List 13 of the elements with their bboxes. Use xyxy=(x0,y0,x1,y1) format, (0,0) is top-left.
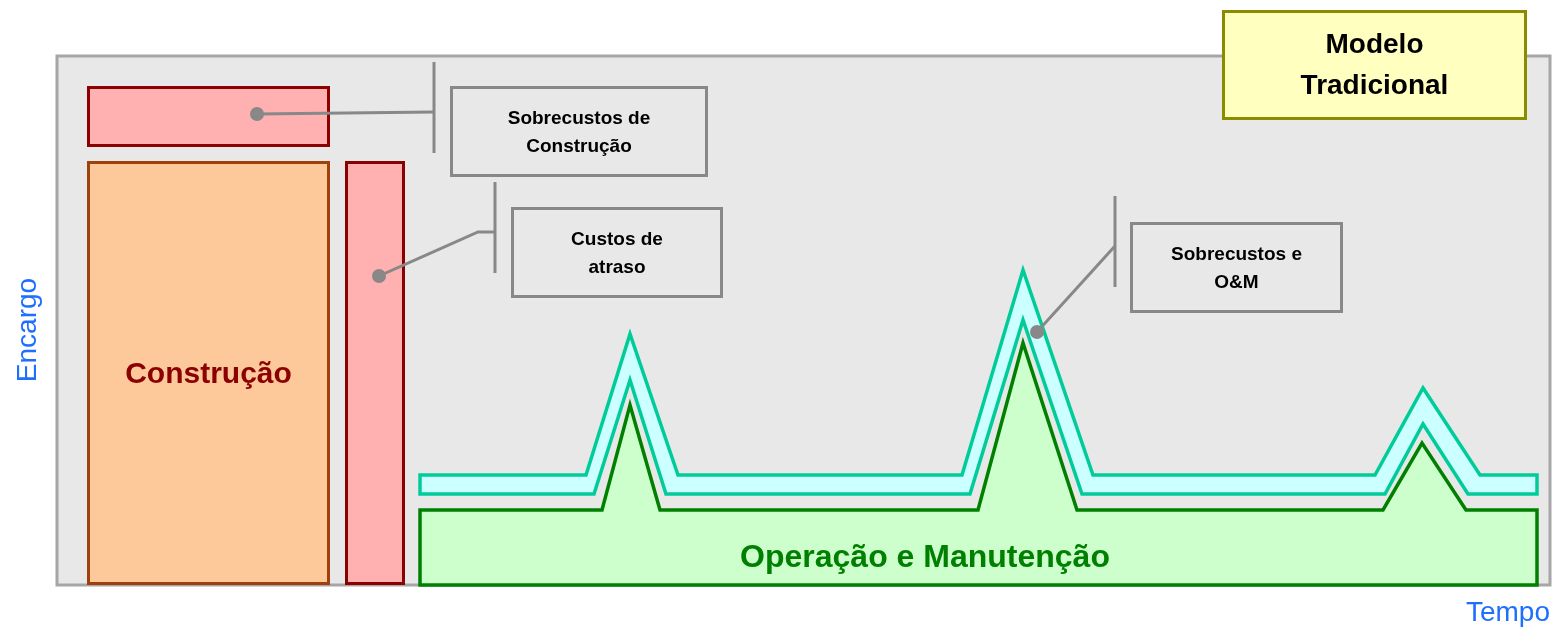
delay-cost-bar xyxy=(345,161,405,585)
x-axis-label: Tempo xyxy=(1465,596,1550,628)
leader-line xyxy=(250,60,436,155)
construction-bar: Construção xyxy=(87,161,330,585)
cost-overrun-bar xyxy=(87,86,330,147)
y-axis-label: Encargo xyxy=(11,277,43,383)
callout-box: Sobrecustos de Construção xyxy=(450,86,708,177)
callout-box: Sobrecustos e O&M xyxy=(1130,222,1343,313)
callout-box: Custos de atraso xyxy=(511,207,723,298)
operation-label: Operação e Manutenção xyxy=(740,537,1110,575)
leader-line xyxy=(372,180,497,283)
leader-line xyxy=(1030,194,1117,339)
model-title-box: Modelo Tradicional xyxy=(1222,10,1527,120)
